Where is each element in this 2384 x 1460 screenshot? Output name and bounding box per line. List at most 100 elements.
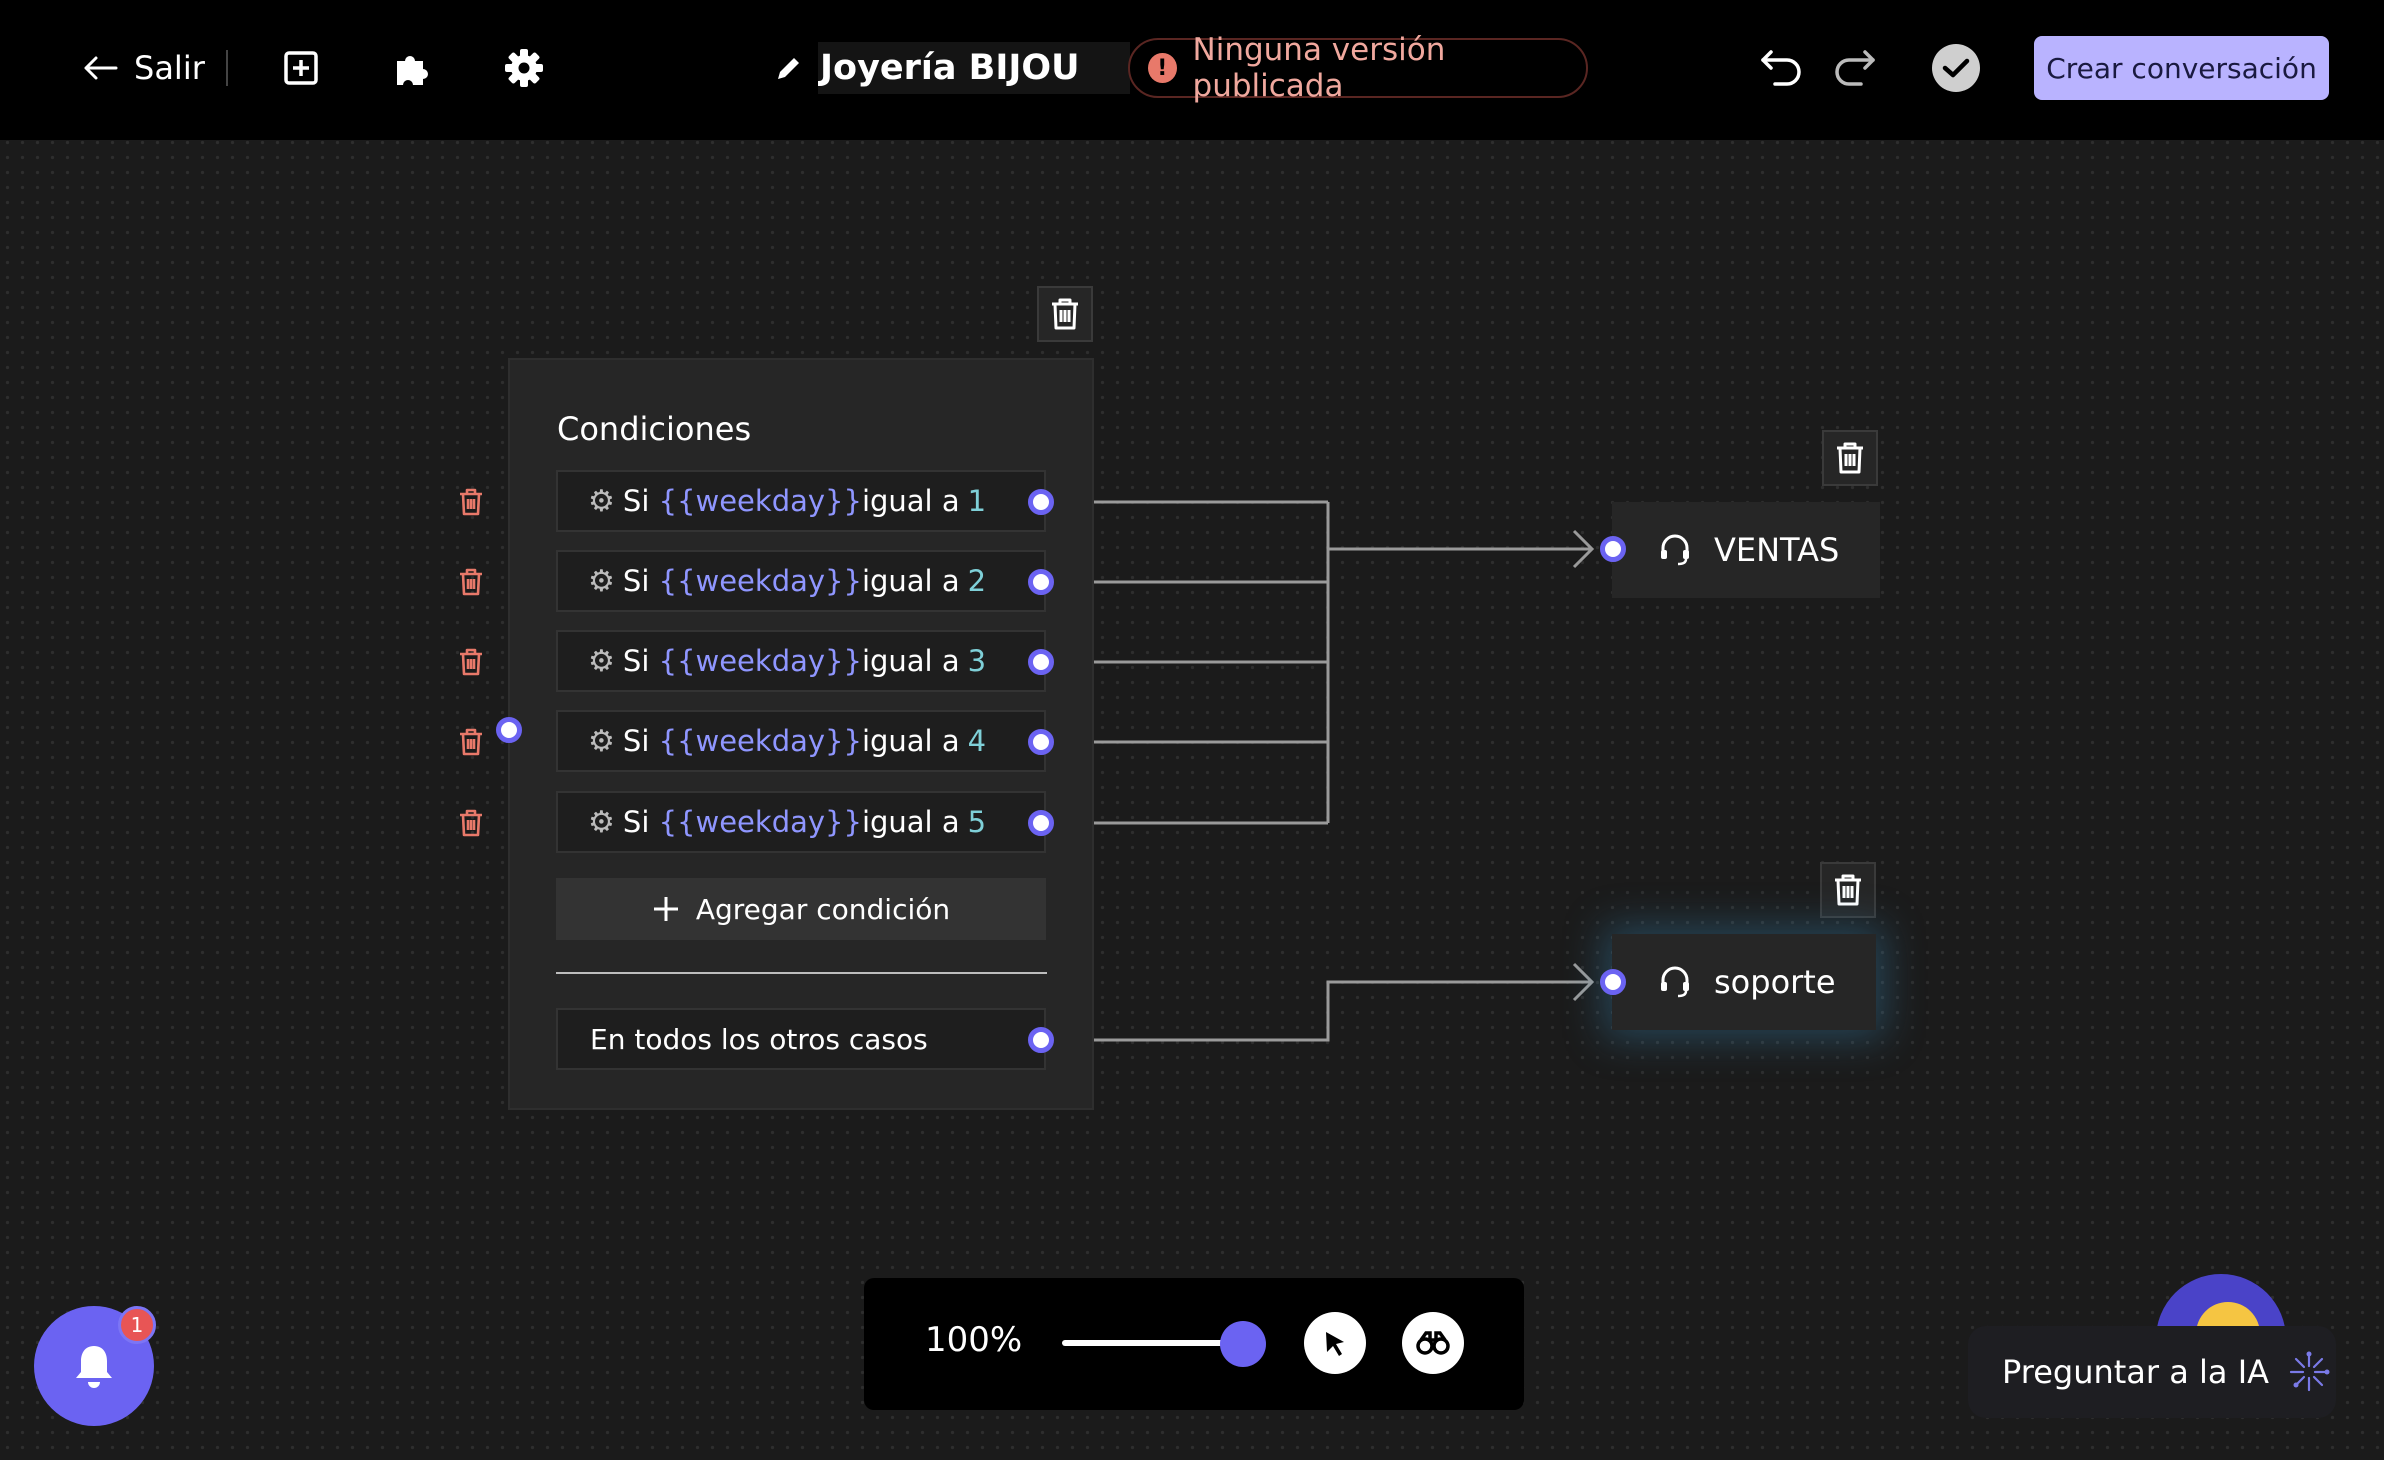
check-circle-icon [1942, 58, 1970, 78]
plus-icon [653, 897, 678, 921]
condition-variable: {{weekday}} [658, 564, 862, 598]
create-conversation-button[interactable]: Crear conversación [2034, 36, 2329, 100]
undo-button[interactable] [1758, 44, 1806, 92]
gear-icon [505, 49, 543, 87]
delete-condition-2-button[interactable] [456, 567, 486, 597]
target-label-ventas: VENTAS [1714, 531, 1840, 569]
condition-value: 5 [967, 805, 987, 839]
trash-icon [460, 648, 482, 676]
delete-condition-1-button[interactable] [456, 487, 486, 517]
redo-button[interactable] [1830, 44, 1878, 92]
exit-label: Salir [134, 49, 205, 87]
trash-icon [1837, 442, 1863, 474]
zoom-slider-track[interactable] [1062, 1340, 1242, 1346]
puzzle-icon [397, 56, 428, 85]
delete-condition-3-button[interactable] [456, 647, 486, 677]
publish-status-text: Ninguna versión publicada [1192, 32, 1446, 104]
trash-icon [460, 728, 482, 756]
condition-2-output-port[interactable] [1028, 569, 1054, 595]
condition-variable: {{weekday}} [658, 644, 862, 678]
exit-button[interactable]: Salir [80, 44, 205, 92]
ventas-input-port[interactable] [1600, 536, 1626, 562]
notification-count-badge: 1 [118, 1306, 156, 1344]
delete-condition-5-button[interactable] [456, 808, 486, 838]
settings-button[interactable] [500, 44, 548, 92]
gear-icon: ⚙ [588, 483, 615, 519]
target-label-soporte: soporte [1714, 963, 1836, 1001]
add-node-button[interactable] [277, 44, 325, 92]
trash-icon [1835, 874, 1861, 906]
condition-operator: igual a [861, 564, 960, 598]
plugins-button[interactable] [388, 44, 436, 92]
connector-else [1094, 980, 1592, 1042]
trash-icon [460, 568, 482, 596]
flow-title[interactable]: Joyería BIJOU [774, 40, 1130, 96]
validate-button[interactable] [1932, 44, 1980, 92]
alert-icon: ! [1148, 53, 1177, 83]
soporte-input-port[interactable] [1600, 969, 1626, 995]
delete-condition-4-button[interactable] [456, 727, 486, 757]
add-condition-label: Agregar condición [695, 892, 951, 926]
condition-operator: igual a [861, 644, 960, 678]
condition-value: 3 [967, 644, 987, 678]
toolbar-divider [226, 50, 228, 86]
arrow-left-icon [84, 56, 118, 80]
flow-title-text[interactable]: Joyería BIJOU [818, 42, 1130, 94]
condition-operator: igual a [861, 484, 960, 518]
gear-icon: ⚙ [588, 643, 615, 679]
condition-1-output-port[interactable] [1028, 489, 1054, 515]
headset-icon [1661, 966, 1689, 998]
zoom-level-label: 100% [925, 1320, 1023, 1360]
undo-icon [1761, 50, 1801, 86]
redo-icon [1835, 50, 1875, 86]
sparkle-icon [2289, 1351, 2330, 1392]
plus-square-icon [284, 51, 318, 85]
gear-icon: ⚙ [588, 723, 615, 759]
ask-ai-button[interactable]: Preguntar a la IA [1968, 1326, 2336, 1418]
trash-icon [1052, 298, 1078, 330]
trash-icon [460, 488, 482, 516]
explore-tool-button[interactable] [1402, 1312, 1464, 1374]
headset-icon [1661, 534, 1689, 566]
gear-icon: ⚙ [588, 563, 615, 599]
else-label: En todos los otros casos [590, 1022, 928, 1056]
condition-operator: igual a [861, 805, 960, 839]
condition-value: 2 [967, 564, 987, 598]
condition-prefix: Si [622, 564, 650, 598]
target-node-soporte[interactable]: soporte [1612, 934, 1876, 1030]
bell-icon [76, 1346, 112, 1388]
condition-prefix: Si [622, 724, 650, 758]
condition-input-port[interactable] [496, 717, 522, 743]
else-output-port[interactable] [1028, 1027, 1054, 1053]
condition-variable: {{weekday}} [658, 724, 862, 758]
delete-condition-node-button[interactable] [1037, 286, 1093, 342]
add-condition-button[interactable]: Agregar condición [556, 878, 1046, 940]
condition-4-output-port[interactable] [1028, 729, 1054, 755]
condition-node-title: Condiciones [557, 410, 752, 448]
condition-5-output-port[interactable] [1028, 810, 1054, 836]
connector-arrow-soporte [1572, 962, 1595, 1002]
delete-ventas-node-button[interactable] [1822, 430, 1878, 486]
condition-variable: {{weekday}} [658, 484, 862, 518]
delete-soporte-node-button[interactable] [1820, 862, 1876, 918]
condition-variable: {{weekday}} [658, 805, 862, 839]
else-row[interactable]: En todos los otros casos [556, 1008, 1046, 1070]
pointer-tool-button[interactable] [1304, 1312, 1366, 1374]
cursor-icon [1326, 1332, 1344, 1356]
condition-prefix: Si [622, 484, 650, 518]
trash-icon [460, 809, 482, 837]
target-node-ventas[interactable]: VENTAS [1612, 502, 1880, 598]
condition-prefix: Si [622, 805, 650, 839]
condition-value: 4 [967, 724, 987, 758]
binoculars-icon [1416, 1331, 1450, 1355]
gear-icon: ⚙ [588, 804, 615, 840]
zoom-slider-thumb[interactable] [1220, 1321, 1266, 1367]
condition-3-output-port[interactable] [1028, 649, 1054, 675]
publish-status-badge: ! Ninguna versión publicada [1128, 32, 1588, 104]
